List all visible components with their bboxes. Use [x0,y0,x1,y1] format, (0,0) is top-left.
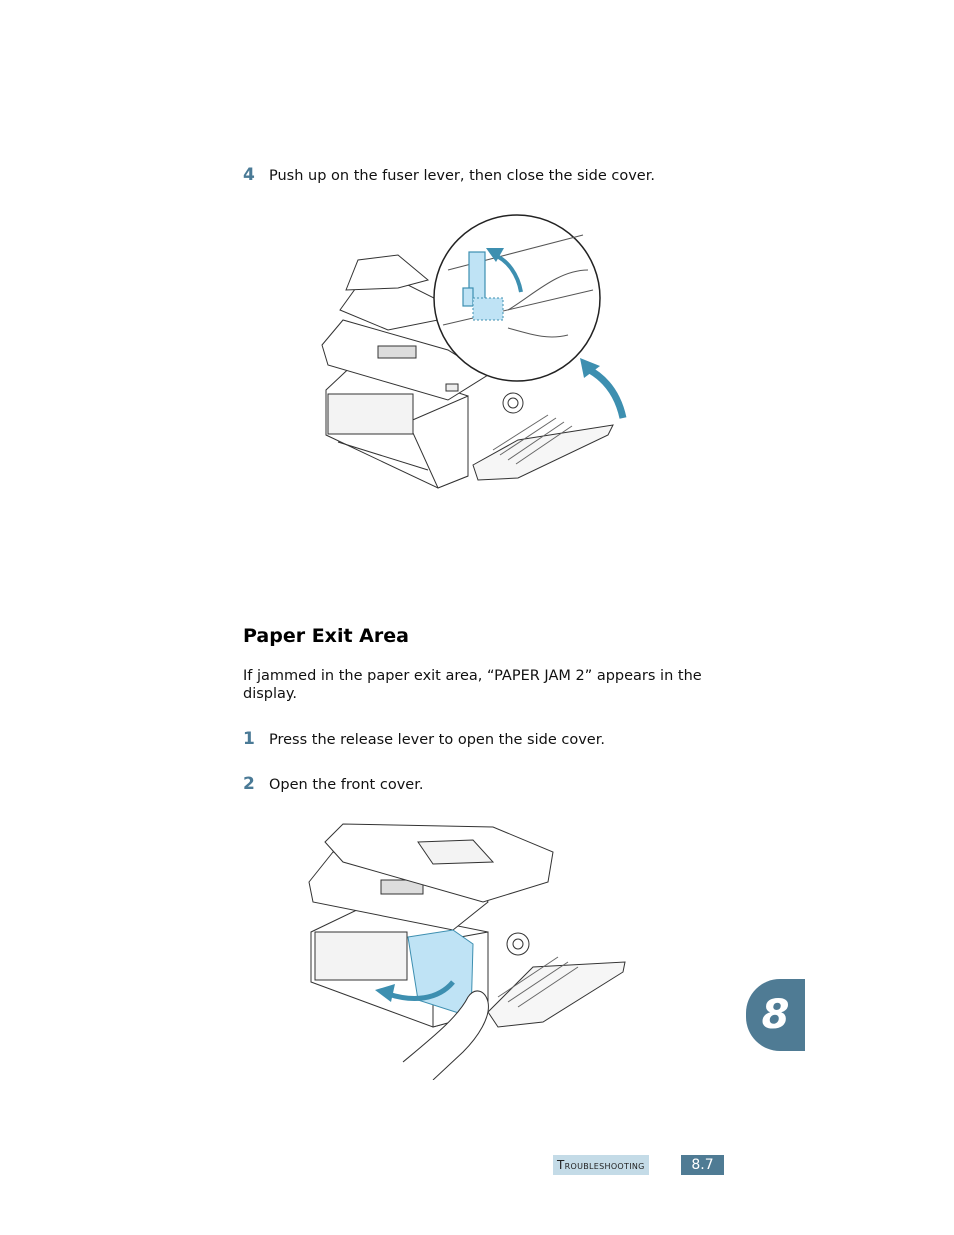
step-number: 1 [243,729,255,749]
step-text: Open the front cover. [269,777,424,793]
step-text: Push up on the fuser lever, then close t… [269,168,655,184]
step-text: Press the release lever to open the side… [269,732,605,748]
step-1: 1 Press the release lever to open the sid… [243,730,605,749]
step-number: 2 [243,774,255,794]
footer-page-number: 8.7 [681,1155,724,1175]
chapter-tab: 8 [746,979,805,1051]
footer-section-label: Troubleshooting [553,1155,649,1175]
fuser-lever-illustration [321,214,627,489]
front-cover-illustration [308,823,626,1080]
section-intro: If jammed in the paper exit area, “PAPER… [243,668,702,702]
section-heading: Paper Exit Area [243,625,409,647]
step-number: 4 [243,165,255,185]
step-4: 4 Push up on the fuser lever, then close … [243,166,655,185]
step-2: 2 Open the front cover. [243,775,423,794]
